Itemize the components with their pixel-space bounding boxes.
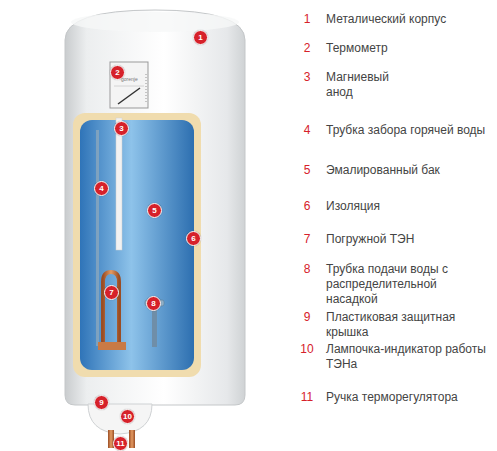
callout-circle: 10 — [120, 409, 135, 424]
legend-number: 3 — [296, 70, 318, 85]
callout-number: 9 — [99, 399, 103, 407]
callout-circle: 6 — [186, 231, 201, 246]
part-name: Ручка терморегулятора — [326, 390, 491, 405]
legend-number: 10 — [296, 342, 318, 357]
legend-number: 7 — [296, 232, 318, 247]
legend-number: 1 — [296, 12, 318, 27]
callout-number: 3 — [119, 125, 123, 133]
callout-circle: 8 — [146, 296, 161, 311]
legend-number: 5 — [296, 163, 318, 178]
legend-number: 8 — [296, 262, 318, 277]
part-name: Эмалированный бак — [326, 163, 491, 178]
callout-circle: 4 — [94, 181, 109, 196]
legend-number: 11 — [296, 390, 318, 405]
callout-number: 10 — [123, 413, 132, 421]
callout-number: 11 — [116, 440, 124, 448]
callout-number: 5 — [152, 207, 156, 215]
legend-number: 9 — [296, 310, 318, 325]
part-name: Металический корпус — [326, 12, 491, 27]
callout-circle: 9 — [94, 395, 109, 410]
part-name: Магниевый анод — [326, 70, 396, 100]
part-name: Пластиковая защитная крышка — [326, 310, 496, 340]
part-name: Лампочка-индикатор работы ТЭНа — [326, 342, 486, 372]
callout-number: 8 — [151, 300, 155, 308]
callout-circle: 7 — [104, 285, 119, 300]
callout-circle: 11 — [113, 436, 128, 451]
legend-number: 6 — [296, 199, 318, 214]
callout-number: 2 — [115, 69, 119, 77]
callout-number: 1 — [198, 34, 202, 42]
part-name: Трубка забора горячей воды — [326, 123, 496, 138]
legend-number: 2 — [296, 41, 318, 56]
callout-circle: 3 — [114, 121, 129, 136]
callout-circle: 1 — [193, 30, 208, 45]
part-name: Изоляция — [326, 199, 491, 214]
callout-number: 7 — [109, 289, 113, 297]
brand-logo: gorenje — [121, 76, 138, 82]
callout-circle: 5 — [147, 203, 162, 218]
part-name: Погружной ТЭН — [326, 232, 491, 247]
part-name: Термометр — [326, 41, 491, 56]
part-name: Трубка подачи воды с распределительной н… — [326, 262, 491, 307]
legend-number: 4 — [296, 123, 318, 138]
callout-number: 6 — [191, 235, 195, 243]
callout-number: 4 — [99, 185, 103, 193]
